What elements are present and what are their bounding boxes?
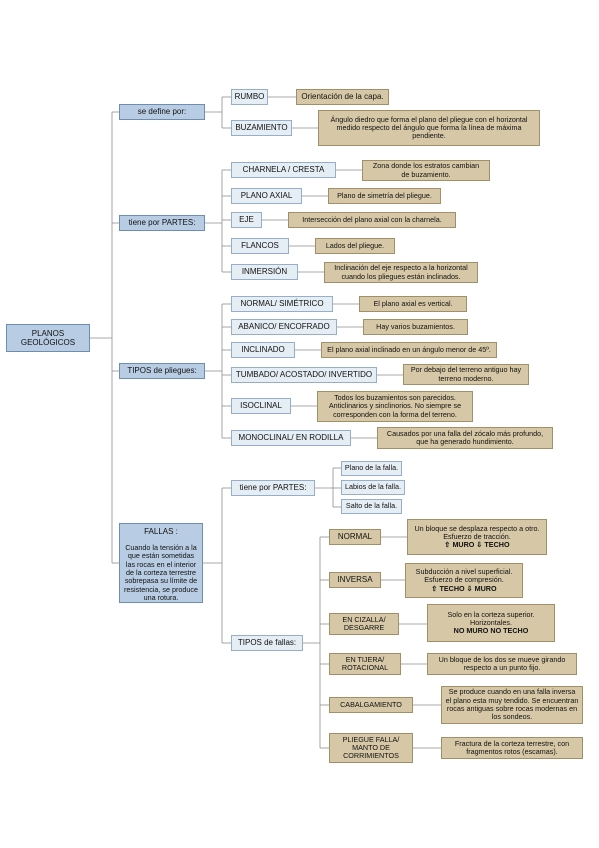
flancos-desc: Lados del pliegue. [315,238,395,254]
tumbado-term: TUMBADO/ ACOSTADO/ INVERTIDO [231,367,377,383]
falla-cizalla-extra: NO MURO NO TECHO [453,626,529,636]
falla-inversa-desc: Subducción a nivel superficial. Esfuerzo… [405,563,523,598]
falla-cabalgamiento-term: CABALGAMIENTO [329,697,413,713]
fallas-tipos-label: TIPOS de fallas: [231,635,303,651]
plano-axial-term: PLANO AXIAL [231,188,302,204]
define-label: se define por: [119,104,205,120]
monoclinal-desc: Causados por una falla del zócalo más pr… [377,427,553,449]
fallas-node: FALLAS : Cuando la tensión a la que está… [119,523,203,603]
falla-inversa-extra: ⇧ TECHO ⇩ MURO [431,583,497,593]
buzamiento-term: BUZAMIENTO [231,120,292,136]
falla-normal-extra: ⇧ MURO ⇩ TECHO [444,540,510,550]
pliegues-label: TIPOS de pliegues: [119,363,205,379]
falla-normal-text: Un bloque se desplaza respecto a otro. E… [414,523,540,541]
charnela-term: CHARNELA / CRESTA [231,162,336,178]
falla-inversa-text: Subducción a nivel superficial. Esfuerzo… [415,567,513,585]
falla-pliegue-term: PLIEGUE FALLA/ MANTO DE CORRIMIENTOS [329,733,413,763]
normal-simetrico-term: NORMAL/ SIMÉTRICO [231,296,333,312]
labios-falla: Labios de la falla. [341,480,405,495]
tumbado-desc: Por debajo del terreno antiguo hay terre… [403,364,529,385]
falla-pliegue-desc: Fractura de la corteza terrestre, con fr… [441,737,583,759]
partes-label: tiene por PARTES: [119,215,205,231]
rumbo-term: RUMBO [231,89,268,105]
falla-cizalla-text: Solo en la corteza superior. Horizontale… [447,609,535,627]
inclinado-desc: El plano axial inclinado en un ángulo me… [321,342,497,358]
abanico-desc: Hay varios buzamientos. [363,319,468,335]
inclinado-term: INCLINADO [231,342,295,358]
charnela-desc: Zona donde los estratos cambian de buzam… [362,160,490,181]
inmersion-desc: Inclinación del eje respecto a la horizo… [324,262,478,283]
falla-tijera-desc: Un bloque de los dos se mueve girando re… [427,653,577,675]
salto-falla: Salto de la falla. [341,499,402,514]
plano-axial-desc: Plano de simetría del pliegue. [328,188,441,204]
monoclinal-term: MONOCLINAL/ EN RODILLA [231,430,351,446]
falla-normal-term: NORMAL [329,529,381,545]
falla-normal-desc: Un bloque se desplaza respecto a otro. E… [407,519,547,555]
rumbo-desc: Orientación de la capa. [296,89,389,105]
abanico-term: ABANICO/ ENCOFRADO [231,319,337,335]
plano-falla: Plano de la falla. [341,461,402,476]
isoclinal-desc: Todos los buzamientos son parecidos. Ant… [317,391,473,422]
root-node: PLANOS GEOLÓGICOS [6,324,90,352]
falla-cabalgamiento-desc: Se produce cuando en una falla inversa e… [441,686,583,724]
falla-cizalla-desc: Solo en la corteza superior. Horizontale… [427,604,555,642]
eje-desc: Intersección del plano axial con la char… [288,212,456,228]
isoclinal-term: ISOCLINAL [231,398,291,414]
falla-tijera-term: EN TIJERA/ ROTACIONAL [329,653,401,675]
normal-simetrico-desc: El plano axial es vertical. [359,296,467,312]
falla-inversa-term: INVERSA [329,572,381,588]
inmersion-term: INMERSIÓN [231,264,298,280]
fallas-partes-label: tiene por PARTES: [231,480,315,496]
buzamiento-desc: Ángulo diedro que forma el plano del pli… [318,110,540,146]
flancos-term: FLANCOS [231,238,289,254]
fallas-title: FALLAS : [144,527,178,536]
eje-term: EJE [231,212,262,228]
fallas-desc: Cuando la tensión a la que están sometid… [124,543,198,602]
falla-cizalla-term: EN CIZALLA/ DESGARRE [329,613,399,635]
